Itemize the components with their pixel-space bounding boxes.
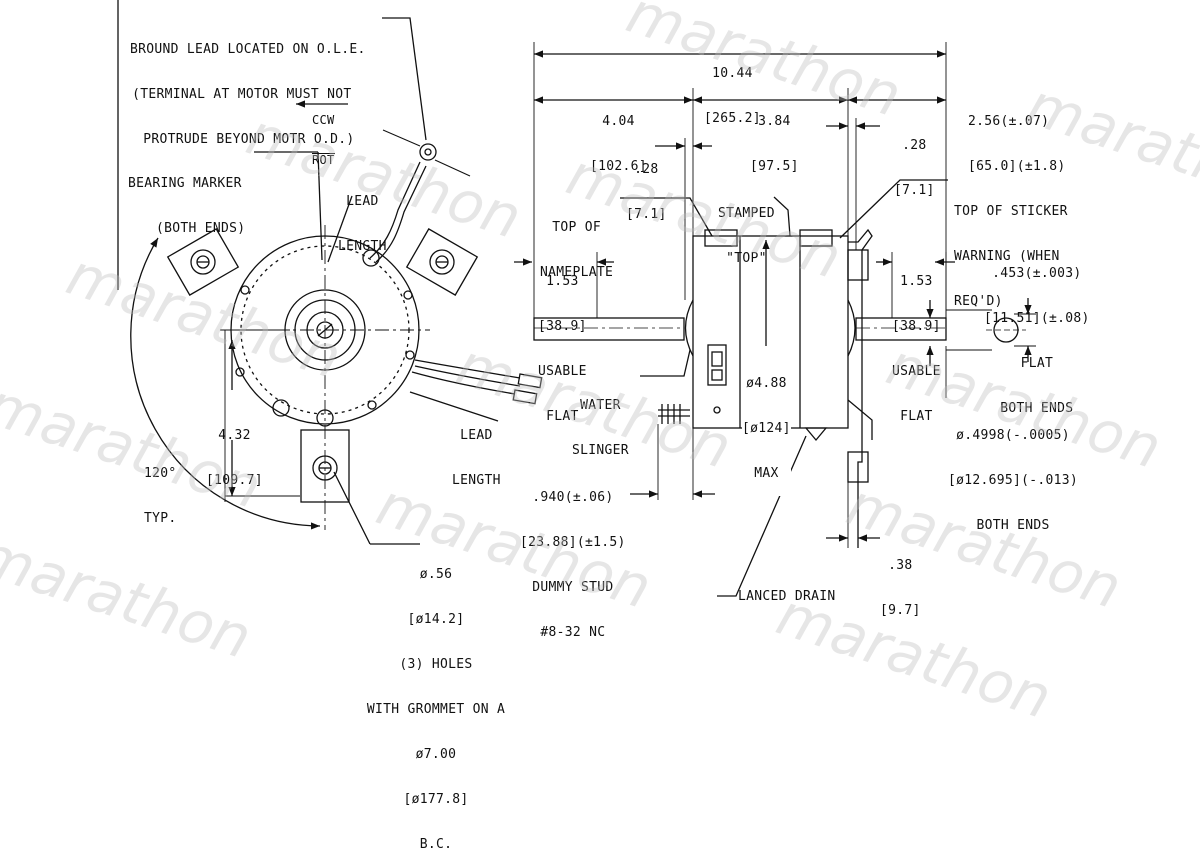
overall-mm: [265.2]: [704, 111, 761, 126]
angle-typ: TYP.: [144, 511, 177, 526]
diameter-mm: [ø124]: [742, 421, 791, 436]
lanced-drain-note: LANCED DRAIN: [738, 589, 836, 604]
overall-length-dim: 10.44 [265.2]: [704, 36, 761, 141]
bearing-marker-line-2: (BOTH ENDS): [156, 221, 246, 236]
dummy-stud-thread: #8-32 NC: [540, 625, 606, 640]
usable-flat-left-mm: [38.9]: [538, 319, 587, 334]
diameter-max: MAX: [754, 466, 779, 481]
shaft-dia-both-ends: BOTH ENDS: [976, 518, 1050, 533]
holes-dia-mm: [ø14.2]: [407, 612, 465, 627]
shaft-left: [533, 317, 685, 341]
stamped-top-note: STAMPED "TOP": [718, 176, 775, 281]
flange-left-inch: .28: [634, 162, 659, 177]
top-of-nameplate-note: TOP OF NAMEPLATE: [540, 190, 613, 295]
right-shaft-mm: [65.0](±1.8): [968, 159, 1066, 174]
bracket-mm: [9.7]: [880, 603, 921, 618]
usable-flat-right: 1.53 [38.9] USABLE FLAT: [892, 244, 941, 439]
rotation-line-2: ROT: [312, 153, 335, 167]
holes-dia-inch: ø.56: [419, 567, 453, 582]
bolt-circle-inch: ø7.00: [415, 747, 457, 762]
flat-dimension: .453(±.003) [11.51](±.08) FLAT BOTH ENDS: [984, 236, 1090, 431]
lead-length-top-line-2: LENGTH: [338, 239, 387, 254]
usable-flat-right-word: USABLE: [892, 364, 941, 379]
diameter-inch: ø4.88: [746, 376, 787, 391]
right-shaft-dim: 2.56(±.07) [65.0](±1.8): [968, 84, 1066, 189]
mounting-ear-right: [405, 228, 479, 296]
flat-dim-mm: [11.51](±.08): [984, 311, 1090, 326]
lead-length-bottom: LEAD LENGTH: [452, 398, 501, 503]
shaft-right: [855, 317, 947, 341]
lead-length-bottom-line-2: LENGTH: [452, 473, 501, 488]
bracket-inch: .38: [888, 558, 913, 573]
sticker-line-3: REQ'D): [954, 294, 1003, 309]
lead-length-bottom-line-1: LEAD: [460, 428, 493, 443]
usable-flat-right-mm: [38.9]: [892, 319, 941, 334]
holes-count: (3) HOLES: [399, 657, 473, 672]
angle-value: 120°: [144, 466, 177, 481]
bracket-dimension: .38 [9.7]: [880, 528, 921, 633]
shaft-diameter-note: ø.4998(-.0005) [ø12.695](-.013) BOTH END…: [948, 398, 1078, 548]
ground-note-line-2: (TERMINAL AT MOTOR MUST NOT: [132, 87, 352, 102]
body-length-mm: [97.5]: [750, 159, 799, 174]
left-length-dim: 4.04 [102.6]: [590, 84, 647, 189]
sticker-line-2: WARNING (WHEN: [954, 249, 1060, 264]
body-length-inch: 3.84: [758, 114, 791, 129]
rotation-line-1: CCW: [312, 113, 335, 127]
bolt-circle-mm: [ø177.8]: [403, 792, 469, 807]
overall-inch: 10.44: [712, 66, 753, 81]
dummy-stud-label: DUMMY STUD: [532, 580, 614, 595]
usable-flat-left-word: USABLE: [538, 364, 587, 379]
ground-note-line-3: PROTRUDE BEYOND MOTR O.D.): [143, 132, 355, 147]
flange-right-inch: .28: [902, 138, 927, 153]
ground-lead-note: BROUND LEAD LOCATED ON O.L.E. (TERMINAL …: [130, 12, 366, 162]
rotation-label: CCW ROT: [312, 88, 335, 180]
flange-left-dim: .28 [7.1]: [626, 132, 667, 237]
height-dimension: 4.32 [109.7]: [206, 398, 263, 503]
flat-dim-both-ends: BOTH ENDS: [1000, 401, 1074, 416]
stamped-top-line-2: "TOP": [726, 251, 767, 266]
bearing-marker-note: BEARING MARKER (BOTH ENDS): [128, 146, 245, 251]
flat-dim-flat: FLAT: [1020, 356, 1054, 371]
shaft-dia-inch: ø.4998(-.0005): [956, 428, 1070, 443]
lead-length-top: LEAD LENGTH: [338, 164, 387, 269]
flange-left-mm: [7.1]: [626, 207, 667, 222]
holes-grommet: WITH GROMMET ON A: [366, 702, 506, 717]
nameplate-line-2: NAMEPLATE: [540, 265, 614, 280]
sticker-warning-note: TOP OF STICKER WARNING (WHEN REQ'D): [954, 174, 1068, 324]
dummy-stud-mm: [23.88](±1.5): [520, 535, 626, 550]
lead-length-top-line-1: LEAD: [346, 194, 379, 209]
left-length-mm: [102.6]: [590, 159, 647, 174]
shaft-dia-mm: [ø12.695](-.013): [948, 473, 1079, 488]
height-dim-inch: 4.32: [218, 428, 251, 443]
height-dim-mm: [109.7]: [206, 473, 263, 488]
bolt-circle-label: B.C.: [419, 837, 453, 852]
ground-note-line-1: BROUND LEAD LOCATED ON O.L.E.: [130, 42, 366, 57]
usable-flat-right-flat: FLAT: [900, 409, 933, 424]
flange-right-dim: .28 [7.1]: [894, 108, 935, 213]
drawing-linework: [117, 0, 1036, 597]
water-slinger-line-1: WATER: [580, 398, 621, 413]
usable-flat-left: 1.53 [38.9] USABLE FLAT: [538, 244, 587, 439]
angle-dimension: 120° TYP.: [144, 436, 177, 541]
usable-flat-left-inch: 1.53: [546, 274, 579, 289]
mounting-ear-bottom: [300, 429, 350, 503]
dummy-stud-inch: .940(±.06): [532, 490, 614, 505]
body-length-dim: 3.84 [97.5]: [750, 84, 799, 189]
flange-right-mm: [7.1]: [894, 183, 935, 198]
diameter-dimension: ø4.88 [ø124] MAX: [742, 346, 791, 496]
flat-dim-inch: .453(±.003): [992, 266, 1082, 281]
water-slinger-line-2: SLINGER: [572, 443, 629, 458]
sticker-line-1: TOP OF STICKER: [954, 204, 1068, 219]
right-shaft-inch: 2.56(±.07): [968, 114, 1050, 129]
usable-flat-left-flat: FLAT: [546, 409, 579, 424]
stamped-top-line-1: STAMPED: [718, 206, 775, 221]
usable-flat-right-inch: 1.53: [900, 274, 933, 289]
left-length-inch: 4.04: [602, 114, 635, 129]
holes-note: ø.56 [ø14.2] (3) HOLES WITH GROMMET ON A…: [356, 537, 516, 867]
dummy-stud-note: .940(±.06) [23.88](±1.5) DUMMY STUD #8-3…: [520, 460, 626, 655]
water-slinger-note: WATER SLINGER: [572, 368, 629, 473]
bearing-marker-line-1: BEARING MARKER: [128, 176, 242, 191]
nameplate-line-1: TOP OF: [552, 220, 601, 235]
